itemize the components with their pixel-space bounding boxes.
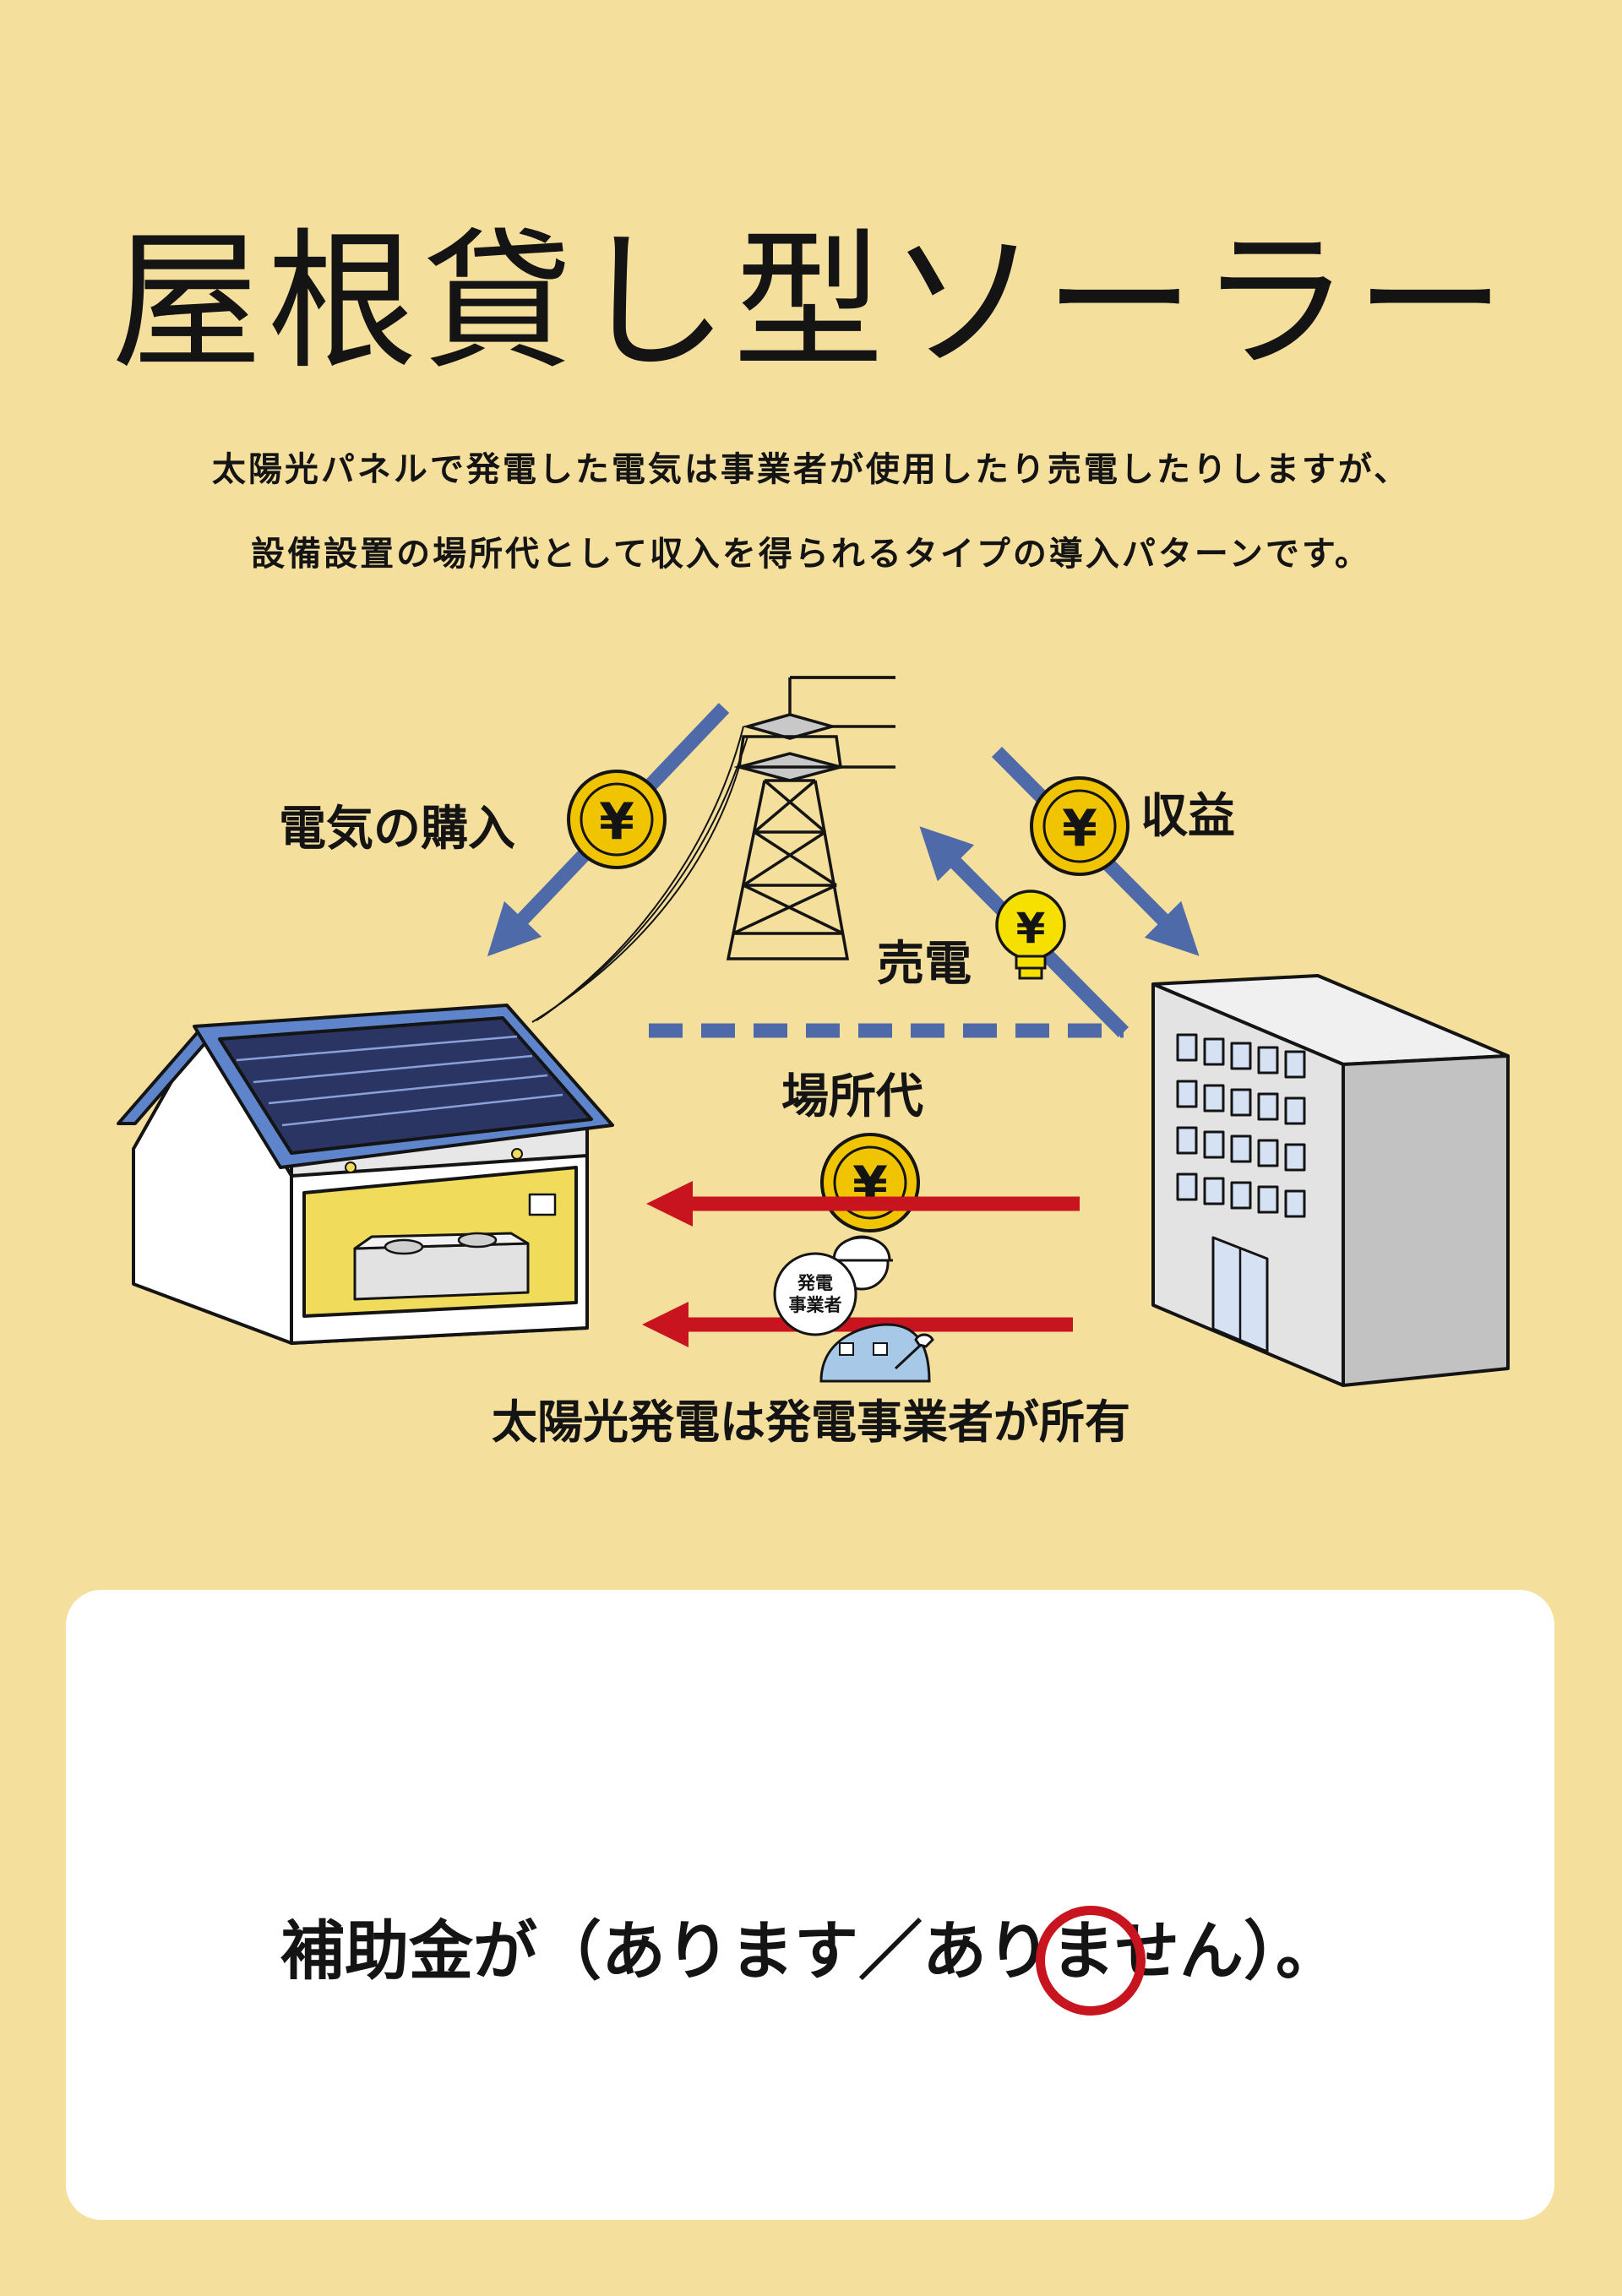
power-lines (531, 726, 748, 1023)
answer-option-none-start: あり (923, 1913, 1051, 1989)
svg-text:¥: ¥ (1062, 799, 1097, 858)
purchase-coin-icon: ¥ (567, 770, 667, 869)
operator-badge: 発電 事業者 (773, 1252, 857, 1336)
sell-label: 売電 (877, 937, 972, 992)
answer-suffix: ）。 (1244, 1913, 1340, 1989)
operator-badge-line-2: 事業者 (789, 1295, 842, 1315)
worker-icon (819, 1235, 934, 1383)
lightbulb-icon: ¥ (995, 890, 1066, 980)
answer-option-exists: あります (601, 1913, 858, 1989)
diagram-caption: 太陽光発電は発電事業者が所有 (492, 1396, 1130, 1449)
rent-label: 場所代 (781, 1069, 923, 1124)
page-title: 屋根貸し型ソーラー (112, 215, 1510, 390)
svg-text:¥: ¥ (1016, 904, 1046, 953)
description-line-2: 設備設置の場所代として収入を得られるタイプの導入パターンです。 (251, 535, 1371, 574)
power-tower-icon (726, 676, 895, 960)
revenue-label: 収益 (1140, 789, 1235, 844)
operator-badge-line-1: 発電 (797, 1273, 833, 1293)
description-line-1: 太陽光パネルで発電した電気は事業者が使用したり売電したりしますが、 (211, 450, 1411, 489)
svg-text:¥: ¥ (599, 792, 634, 851)
rooftop-solar-diagram: ¥ ¥ ¥ ¥ 電気の購入 収益 売電 場所代 (117, 676, 1510, 1449)
revenue-coin-icon: ¥ (1030, 776, 1129, 876)
circled-answer-mark: ま (1036, 1906, 1146, 2016)
rent-coin-icon: ¥ (820, 1133, 920, 1232)
building-icon (1151, 974, 1510, 1387)
subsidy-answer: 補助金が（あります／ありません）。 (66, 1906, 1554, 2016)
answer-separator: ／ (858, 1913, 923, 1989)
rent-arrow (646, 1181, 1080, 1227)
house-icon (117, 1004, 614, 1345)
answer-card: 補助金が（あります／ありません）。 (66, 1590, 1554, 2220)
answer-prefix: 補助金が（ (280, 1913, 601, 1989)
purchase-label: 電気の購入 (279, 802, 515, 857)
